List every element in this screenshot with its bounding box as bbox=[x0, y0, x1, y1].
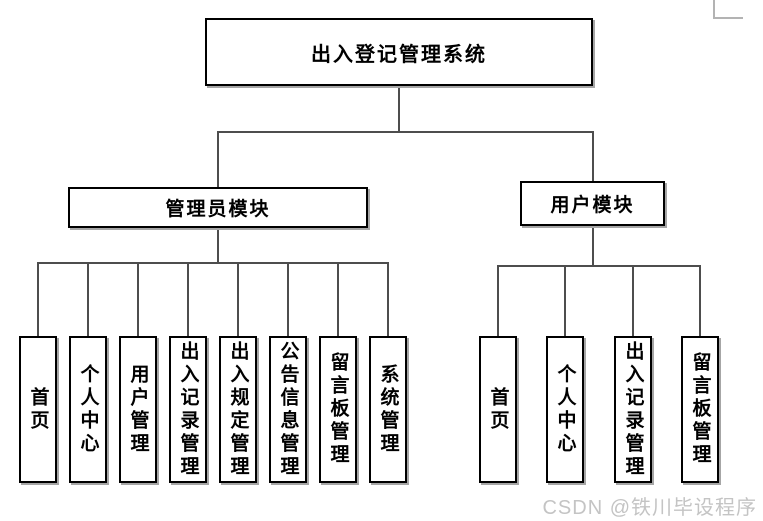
node-user-message-board-mgmt: 留言板管理 bbox=[681, 336, 719, 483]
node-root-label: 出入登记管理系统 bbox=[311, 43, 487, 66]
node-label: 首页 bbox=[487, 386, 509, 433]
node-label: 个人中心 bbox=[554, 363, 576, 456]
node-admin-entry-record-mgmt: 出入记录管理 bbox=[169, 336, 207, 483]
node-user-entry-record-mgmt: 出入记录管理 bbox=[614, 336, 652, 483]
node-label: 公告信息管理 bbox=[277, 340, 299, 479]
node-user-personal-center: 个人中心 bbox=[546, 336, 584, 483]
node-admin-entry-rule-mgmt: 出入规定管理 bbox=[219, 336, 257, 483]
node-admin-message-board-mgmt: 留言板管理 bbox=[319, 336, 357, 483]
node-label: 个人中心 bbox=[77, 363, 99, 456]
node-admin-notice-info-mgmt: 公告信息管理 bbox=[269, 336, 307, 483]
node-admin-home: 首页 bbox=[19, 336, 57, 483]
node-label: 系统管理 bbox=[377, 363, 399, 456]
node-user-label: 用户模块 bbox=[550, 195, 635, 216]
node-admin-module: 管理员模块 bbox=[68, 187, 368, 228]
node-label: 用户管理 bbox=[127, 363, 149, 456]
node-admin-user-mgmt: 用户管理 bbox=[119, 336, 157, 483]
node-user-module: 用户模块 bbox=[520, 181, 665, 226]
node-label: 出入记录管理 bbox=[622, 340, 644, 479]
cropped-box-corner bbox=[713, 0, 743, 19]
node-admin-personal-center: 个人中心 bbox=[69, 336, 107, 483]
node-label: 留言板管理 bbox=[689, 352, 711, 467]
node-root-system: 出入登记管理系统 bbox=[205, 18, 593, 86]
node-label: 留言板管理 bbox=[327, 352, 349, 467]
node-label: 首页 bbox=[27, 386, 49, 433]
node-label: 出入规定管理 bbox=[227, 340, 249, 479]
watermark-text: CSDN @铁川毕设程序 bbox=[542, 497, 757, 519]
node-admin-label: 管理员模块 bbox=[165, 199, 271, 220]
node-admin-system-mgmt: 系统管理 bbox=[369, 336, 407, 483]
node-label: 出入记录管理 bbox=[177, 340, 199, 479]
node-user-home: 首页 bbox=[479, 336, 517, 483]
